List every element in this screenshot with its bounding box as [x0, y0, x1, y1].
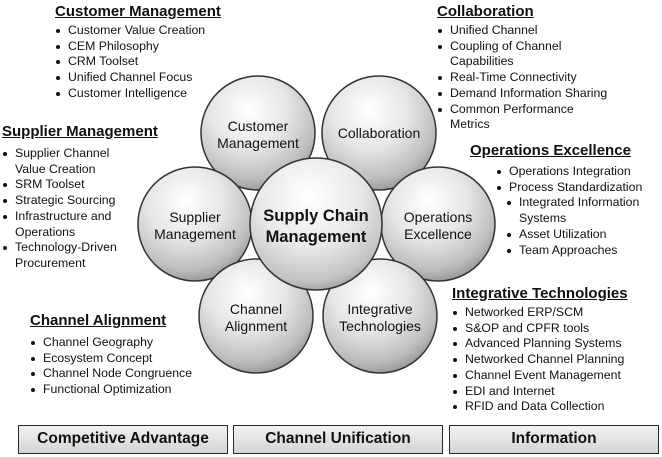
list-item: Common Performance Metrics — [437, 102, 590, 133]
customer-management-block: Customer Management Customer Value Creat… — [55, 3, 221, 102]
list-item: Advanced Planning Systems — [452, 336, 628, 352]
circle-label-line1: Integrative — [347, 301, 413, 317]
circle-center: Supply Chain Management — [249, 157, 383, 291]
list-item: Integrated Information Systems — [506, 195, 649, 226]
circle-label-line1: Customer — [228, 118, 289, 134]
list-item: S&OP and CPFR tools — [452, 321, 628, 337]
circle-label-line2: Alignment — [225, 318, 287, 334]
circle-supplier: Supplier Management — [137, 166, 253, 282]
integrative-technologies-block: Integrative Technologies Networked ERP/S… — [452, 285, 628, 415]
list-item: Networked Channel Planning — [452, 352, 628, 368]
channel-alignment-heading: Channel Alignment — [30, 312, 167, 329]
integrative-technologies-heading: Integrative Technologies — [452, 285, 628, 302]
list-item: Unified Channel — [437, 23, 607, 39]
circle-collaboration: Collaboration — [321, 75, 437, 191]
collaboration-heading: Collaboration — [437, 3, 534, 20]
circle-label-line2: Management — [217, 135, 299, 151]
collaboration-list: Unified Channel Coupling of Channel Capa… — [437, 23, 607, 133]
list-item: Process Standardization — [496, 180, 649, 196]
circle-integrative: Integrative Technologies — [322, 258, 438, 374]
list-item: Demand Information Sharing — [437, 86, 607, 102]
integrative-technologies-list: Networked ERP/SCM S&OP and CPFR tools Ad… — [452, 305, 628, 415]
list-item: RFID and Data Collection — [452, 399, 628, 415]
list-item: CEM Philosophy — [55, 39, 221, 55]
list-item: Asset Utilization — [506, 227, 649, 243]
list-item: Customer Intelligence — [55, 86, 221, 102]
circle-operations: Operations Excellence — [380, 166, 496, 282]
circle-label-line1: Channel — [230, 301, 282, 317]
list-item: Ecosystem Concept — [30, 351, 192, 367]
circle-label-line2: Excellence — [404, 226, 472, 242]
information-bar: Information — [449, 425, 659, 454]
circle-label-line1: Collaboration — [338, 125, 421, 141]
operations-excellence-block: Operations Excellence Operations Integra… — [470, 142, 649, 258]
circle-customer: Customer Management — [200, 75, 316, 191]
center-label-line1: Supply Chain — [263, 207, 368, 225]
list-item: Functional Optimization — [30, 382, 192, 398]
competitive-advantage-bar: Competitive Advantage — [18, 425, 228, 454]
list-item: Operations Integration — [496, 164, 649, 180]
list-item: Supplier Channel Value Creation — [2, 146, 115, 177]
circle-channel: Channel Alignment — [198, 258, 314, 374]
list-item: CRM Toolset — [55, 54, 221, 70]
list-item: Coupling of Channel Capabilities — [437, 39, 585, 70]
operations-excellence-list: Operations Integration Process Standardi… — [496, 164, 649, 258]
channel-alignment-block: Channel Alignment Channel Geography Ecos… — [30, 312, 192, 398]
customer-management-list: Customer Value Creation CEM Philosophy C… — [55, 23, 221, 102]
list-item: Channel Geography — [30, 335, 192, 351]
list-item: Unified Channel Focus — [55, 70, 221, 86]
list-item: Strategic Sourcing — [2, 193, 158, 209]
channel-alignment-list: Channel Geography Ecosystem Concept Chan… — [30, 335, 192, 398]
circle-label-line2: Technologies — [339, 318, 421, 334]
customer-management-heading: Customer Management — [55, 3, 221, 20]
supplier-management-list: Supplier Channel Value Creation SRM Tool… — [2, 146, 158, 272]
list-item: Channel Event Management — [452, 368, 628, 384]
collaboration-block: Collaboration Unified Channel Coupling o… — [437, 3, 607, 133]
operations-excellence-heading: Operations Excellence — [470, 142, 631, 159]
list-item: Networked ERP/SCM — [452, 305, 628, 321]
list-item: Customer Value Creation — [55, 23, 221, 39]
circle-label-line1: Supplier — [169, 209, 221, 225]
circle-label-line2: Management — [154, 226, 236, 242]
center-label-line2: Management — [266, 228, 367, 246]
supplier-management-block: Supplier Management Supplier Channel Val… — [2, 123, 158, 272]
list-item: Team Approaches — [506, 243, 649, 259]
list-item: Channel Node Congruence — [30, 366, 192, 382]
circle-label-line1: Operations — [404, 209, 472, 225]
list-item: Real-Time Connectivity — [437, 70, 607, 86]
list-item: EDI and Internet — [452, 384, 628, 400]
channel-unification-bar: Channel Unification — [233, 425, 443, 454]
list-item: Technology-Driven Procurement — [2, 240, 140, 271]
list-item: SRM Toolset — [2, 177, 158, 193]
list-item: Infrastructure and Operations — [2, 209, 130, 240]
supplier-management-heading: Supplier Management — [2, 123, 158, 140]
